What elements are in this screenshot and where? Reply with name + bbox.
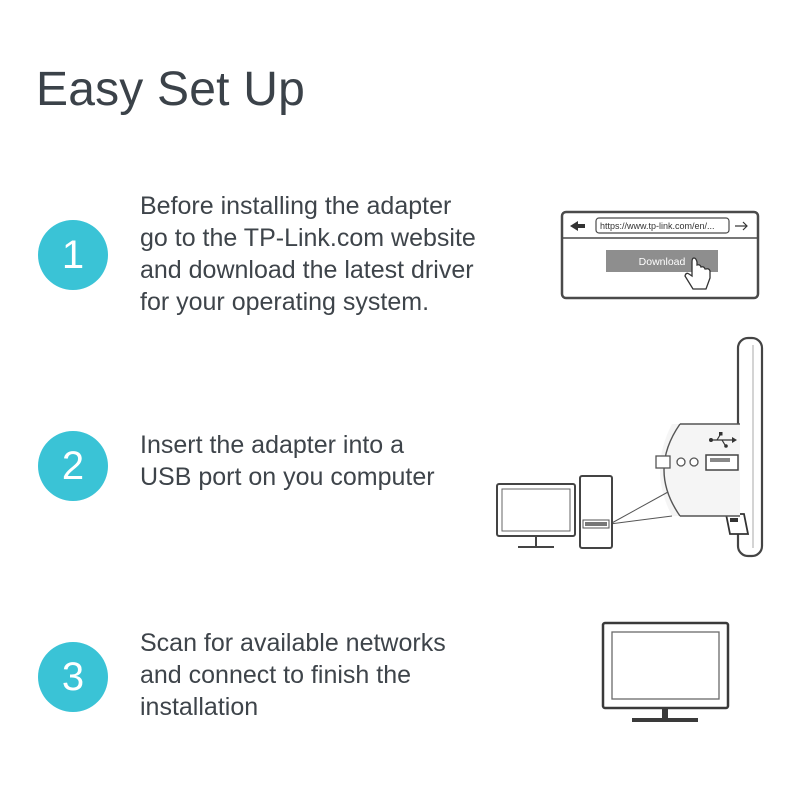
computer-usb-illustration <box>496 336 764 558</box>
step-1-number-badge: 1 <box>38 220 108 290</box>
step-1-line-4: for your operating system. <box>140 288 430 316</box>
step-3-text: Scan for available networks and connect … <box>140 627 446 723</box>
usb-adapter-connector <box>724 513 750 535</box>
step-1-line-2: go to the TP-Link.com website <box>140 224 476 252</box>
step-2-line-2: USB port on you computer <box>140 463 435 491</box>
desktop-monitor <box>496 483 576 548</box>
step-1-line-3: and download the latest driver <box>140 256 474 284</box>
step-2-text: Insert the adapter into a USB port on yo… <box>140 429 435 493</box>
forward-arrow-icon <box>735 221 748 231</box>
monitor-illustration <box>601 621 730 722</box>
download-button[interactable] <box>606 250 718 272</box>
page-title: Easy Set Up <box>36 63 305 116</box>
usb-port-zoom-view <box>655 423 740 517</box>
download-button-label: Download <box>639 256 686 268</box>
step-3-line-1: Scan for available networks <box>140 629 446 657</box>
browser-window-illustration: https://www.tp-link.com/en/... Download <box>560 210 760 300</box>
address-bar-url: https://www.tp-link.com/en/... <box>600 221 715 231</box>
step-2-number-badge: 2 <box>38 431 108 501</box>
step-1-text: Before installing the adapter go to the … <box>140 190 476 318</box>
step-1-line-1: Before installing the adapter <box>140 192 452 220</box>
address-bar <box>595 217 730 234</box>
usb-symbol-icon <box>709 432 737 448</box>
step-3-line-3: installation <box>140 693 259 721</box>
desktop-tower <box>579 475 613 549</box>
step-3-number-badge: 3 <box>38 642 108 712</box>
back-arrow-icon <box>570 221 585 231</box>
hand-pointer-icon <box>684 257 711 290</box>
step-2-line-1: Insert the adapter into a <box>140 431 405 459</box>
step-3-line-2: and connect to finish the <box>140 661 412 689</box>
